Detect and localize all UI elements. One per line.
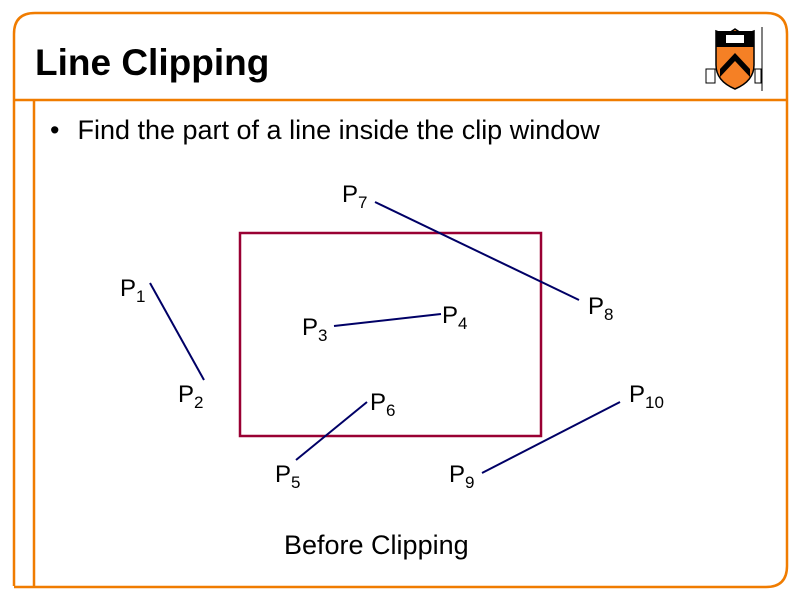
label-p2: P2 — [178, 381, 204, 412]
princeton-shield-logo — [705, 27, 763, 91]
label-p6: P6 — [370, 389, 396, 420]
diagram-caption: Before Clipping — [284, 530, 469, 560]
label-p8: P8 — [588, 293, 614, 324]
label-p1: P1 — [120, 275, 146, 306]
label-p9: P9 — [449, 461, 475, 492]
bullet-item: • Find the part of a line inside the clip… — [50, 115, 600, 146]
label-p3: P3 — [302, 314, 328, 345]
label-p4: P4 — [442, 302, 468, 333]
line-p5-p6 — [295, 401, 368, 461]
bullet-icon: • — [50, 115, 60, 145]
label-p10: P10 — [629, 381, 664, 412]
line-p3-p4 — [333, 313, 442, 327]
line-p9-p10 — [481, 401, 621, 474]
label-p7: P7 — [342, 181, 368, 212]
label-p5: P5 — [275, 461, 301, 492]
clip-window — [238, 231, 543, 438]
bullet-text: Find the part of a line inside the clip … — [77, 115, 600, 145]
line-p7-p8 — [374, 201, 580, 301]
line-p1-p2 — [149, 282, 205, 381]
slide-title: Line Clipping — [35, 42, 270, 83]
